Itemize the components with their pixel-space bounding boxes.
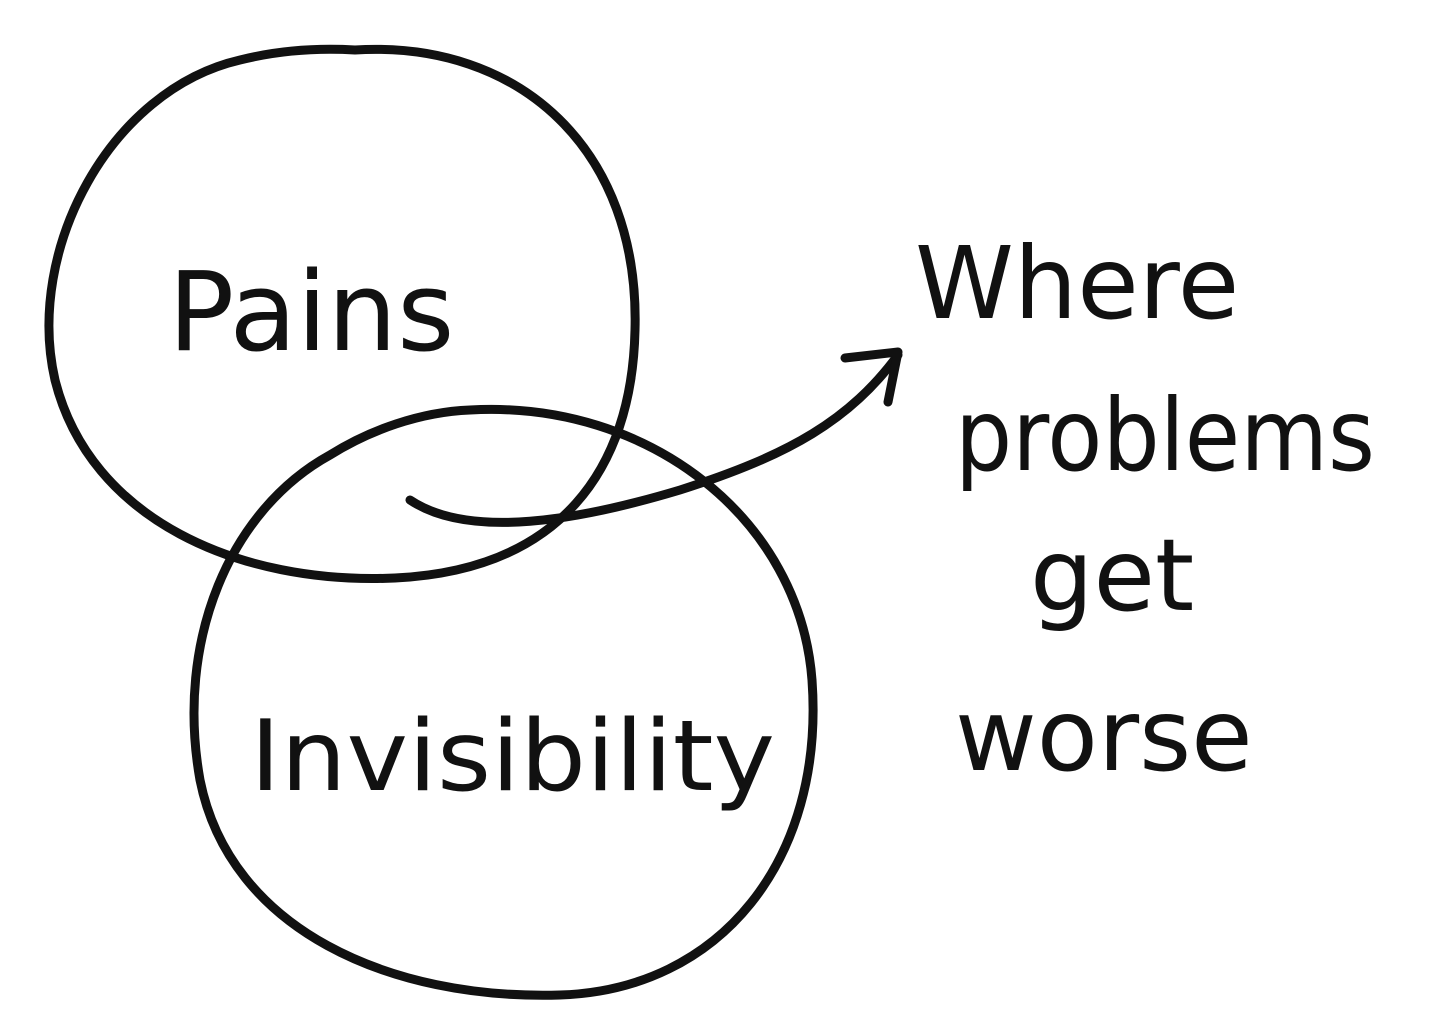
pains-circle xyxy=(44,44,640,584)
overlap-label-line-4: worse xyxy=(955,677,1253,794)
arrow-head-icon xyxy=(840,347,903,407)
overlap-label-line-2: problems xyxy=(955,377,1375,494)
arrow-curve xyxy=(405,350,903,527)
pains-label: Pains xyxy=(168,248,454,376)
overlap-label-line-1: Where xyxy=(915,225,1239,342)
overlap-label-line-3: get xyxy=(1030,517,1194,634)
invisibility-label: Invisibility xyxy=(250,700,775,814)
invisibility-circle xyxy=(189,404,818,1000)
